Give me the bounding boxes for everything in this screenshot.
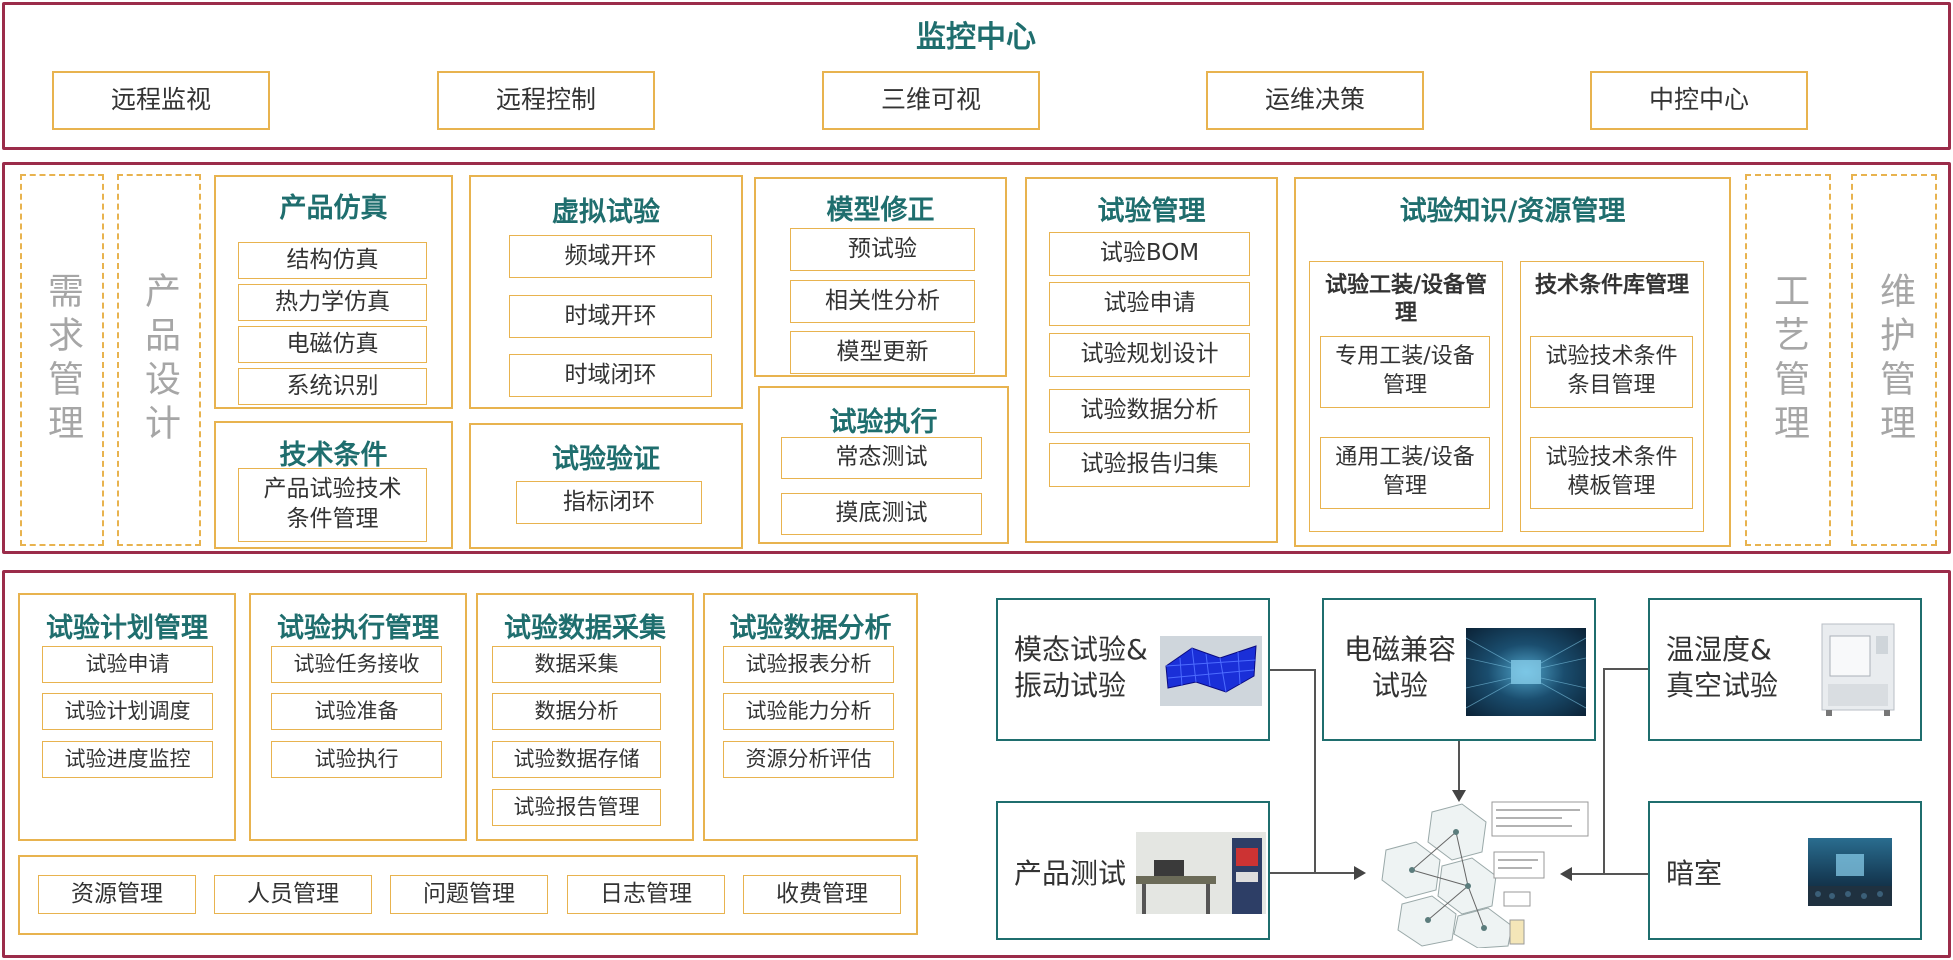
- product-test-image: [1136, 832, 1266, 914]
- row-item-log[interactable]: 日志管理: [567, 875, 725, 914]
- modal-shape-image: [1160, 636, 1262, 706]
- knowledge-resource-title: 试验知识/资源管理: [1399, 196, 1626, 227]
- arrow-to-hub-right: [1560, 867, 1572, 881]
- collect-item-storage[interactable]: 试验数据存储: [492, 741, 661, 778]
- lab-emc-label: 电磁兼容试验: [1343, 633, 1456, 703]
- monitor-item-remote-control[interactable]: 远程控制: [437, 71, 655, 130]
- side-maintenance-management[interactable]: 维护管理: [1851, 174, 1937, 546]
- lab-temp-label: 温湿度&真空试验: [1666, 633, 1779, 703]
- tech-item-condition-mgmt[interactable]: 产品试验技术条件管理: [238, 468, 427, 542]
- analysis-item-capability[interactable]: 试验能力分析: [723, 693, 894, 730]
- techlib-item-template[interactable]: 试验技术条件模板管理: [1530, 437, 1693, 509]
- virtual-item-time-closed[interactable]: 时域闭环: [509, 354, 712, 397]
- exec-item-normal-test[interactable]: 常态测试: [781, 437, 982, 479]
- data-collection-title: 试验数据采集: [504, 613, 666, 644]
- monitor-title: 监控中心: [916, 20, 1036, 55]
- fixture-item-general[interactable]: 通用工装/设备管理: [1320, 437, 1490, 509]
- fixture-item-dedicated[interactable]: 专用工装/设备管理: [1320, 336, 1490, 408]
- model-item-correlation[interactable]: 相关性分析: [790, 280, 975, 323]
- network-hub-diagram: [1362, 800, 1594, 949]
- side-maintenance-label: 维护管理: [1874, 272, 1915, 448]
- model-item-pretest[interactable]: 预试验: [790, 228, 975, 271]
- side-product-design-label: 产品设计: [139, 272, 180, 448]
- connector-modal-v: [1314, 669, 1316, 873]
- monitor-section: [2, 2, 1951, 150]
- connector-emc-v: [1458, 741, 1460, 791]
- monitor-item-3d-view[interactable]: 三维可视: [822, 71, 1040, 130]
- virtual-item-freq-open[interactable]: 频域开环: [509, 235, 712, 278]
- bottom-section: [2, 570, 1951, 958]
- monitor-item-remote-view[interactable]: 远程监视: [52, 71, 270, 130]
- middle-section: [2, 162, 1951, 554]
- plan-item-progress[interactable]: 试验进度监控: [42, 741, 213, 778]
- arrow-to-hub-top: [1452, 790, 1466, 802]
- analysis-item-report[interactable]: 试验报表分析: [723, 646, 894, 683]
- execmgmt-item-preparation[interactable]: 试验准备: [271, 693, 442, 730]
- lab-emc[interactable]: [1322, 598, 1596, 741]
- techlib-item-entry[interactable]: 试验技术条件条目管理: [1530, 336, 1693, 408]
- lab-modal-label: 模态试验&振动试验: [1014, 633, 1148, 703]
- lab-dark-label: 暗室: [1666, 857, 1723, 890]
- verify-item-index-closed[interactable]: 指标闭环: [516, 481, 702, 524]
- model-correction-title: 模型修正: [826, 195, 935, 226]
- testmgmt-item-planning[interactable]: 试验规划设计: [1049, 333, 1250, 377]
- sim-item-structure[interactable]: 结构仿真: [238, 242, 427, 279]
- arrow-to-hub-left: [1354, 866, 1366, 880]
- side-product-design[interactable]: 产品设计: [117, 174, 201, 546]
- data-analysis-title: 试验数据分析: [729, 613, 892, 644]
- test-verify-title: 试验验证: [552, 444, 660, 475]
- test-management-title: 试验管理: [1097, 196, 1206, 227]
- testmgmt-item-application[interactable]: 试验申请: [1049, 282, 1250, 326]
- analysis-item-resource[interactable]: 资源分析评估: [723, 741, 894, 778]
- connector-dark-h: [1570, 873, 1648, 875]
- connector-modal-h: [1270, 669, 1315, 671]
- tech-conditions-title: 技术条件: [279, 440, 388, 471]
- anechoic-chamber-image: [1808, 838, 1892, 906]
- side-process-management[interactable]: 工艺管理: [1745, 174, 1831, 546]
- testmgmt-item-data-analysis[interactable]: 试验数据分析: [1049, 389, 1250, 433]
- monitor-item-ops-decision[interactable]: 运维决策: [1206, 71, 1424, 130]
- tech-condition-library-title: 技术条件库管理: [1534, 273, 1689, 298]
- testmgmt-item-bom[interactable]: 试验BOM: [1049, 232, 1250, 276]
- climate-chamber-image: [1818, 622, 1898, 718]
- side-requirement-label: 需求管理: [42, 272, 83, 448]
- test-execution-title: 试验执行: [829, 407, 938, 438]
- execmgmt-item-execution[interactable]: 试验执行: [271, 741, 442, 778]
- product-simulation-title: 产品仿真: [279, 193, 388, 224]
- virtual-item-time-open[interactable]: 时域开环: [509, 295, 712, 338]
- side-process-label: 工艺管理: [1768, 272, 1809, 448]
- plan-item-scheduling[interactable]: 试验计划调度: [42, 693, 213, 730]
- sim-item-thermal[interactable]: 热力学仿真: [238, 284, 427, 321]
- fixture-equipment-title: 试验工装/设备管理: [1324, 273, 1488, 326]
- sim-item-system-id[interactable]: 系统识别: [238, 368, 427, 405]
- sim-item-em[interactable]: 电磁仿真: [238, 326, 427, 363]
- row-item-issue[interactable]: 问题管理: [390, 875, 548, 914]
- row-item-billing[interactable]: 收费管理: [743, 875, 901, 914]
- plan-management-title: 试验计划管理: [46, 613, 208, 644]
- collect-item-report[interactable]: 试验报告管理: [492, 789, 661, 826]
- connector-product-h: [1270, 872, 1358, 874]
- row-item-resource[interactable]: 资源管理: [38, 875, 196, 914]
- execmgmt-item-task-receive[interactable]: 试验任务接收: [271, 646, 442, 683]
- exec-item-baseline-test[interactable]: 摸底测试: [781, 493, 982, 535]
- collect-item-analysis[interactable]: 数据分析: [492, 693, 661, 730]
- execution-management-title: 试验执行管理: [277, 613, 439, 644]
- side-requirement-management[interactable]: 需求管理: [20, 174, 104, 546]
- collect-item-collection[interactable]: 数据采集: [492, 646, 661, 683]
- virtual-test-title: 虚拟试验: [552, 197, 660, 228]
- connector-temp-v: [1603, 668, 1605, 874]
- lab-product-label: 产品测试: [1014, 857, 1127, 890]
- row-item-personnel[interactable]: 人员管理: [214, 875, 372, 914]
- connector-temp-h: [1604, 668, 1648, 670]
- model-item-update[interactable]: 模型更新: [790, 331, 975, 374]
- emc-chamber-image: [1465, 628, 1587, 716]
- testmgmt-item-report[interactable]: 试验报告归集: [1049, 443, 1250, 487]
- monitor-item-central-control[interactable]: 中控中心: [1590, 71, 1808, 130]
- plan-item-application[interactable]: 试验申请: [42, 646, 213, 683]
